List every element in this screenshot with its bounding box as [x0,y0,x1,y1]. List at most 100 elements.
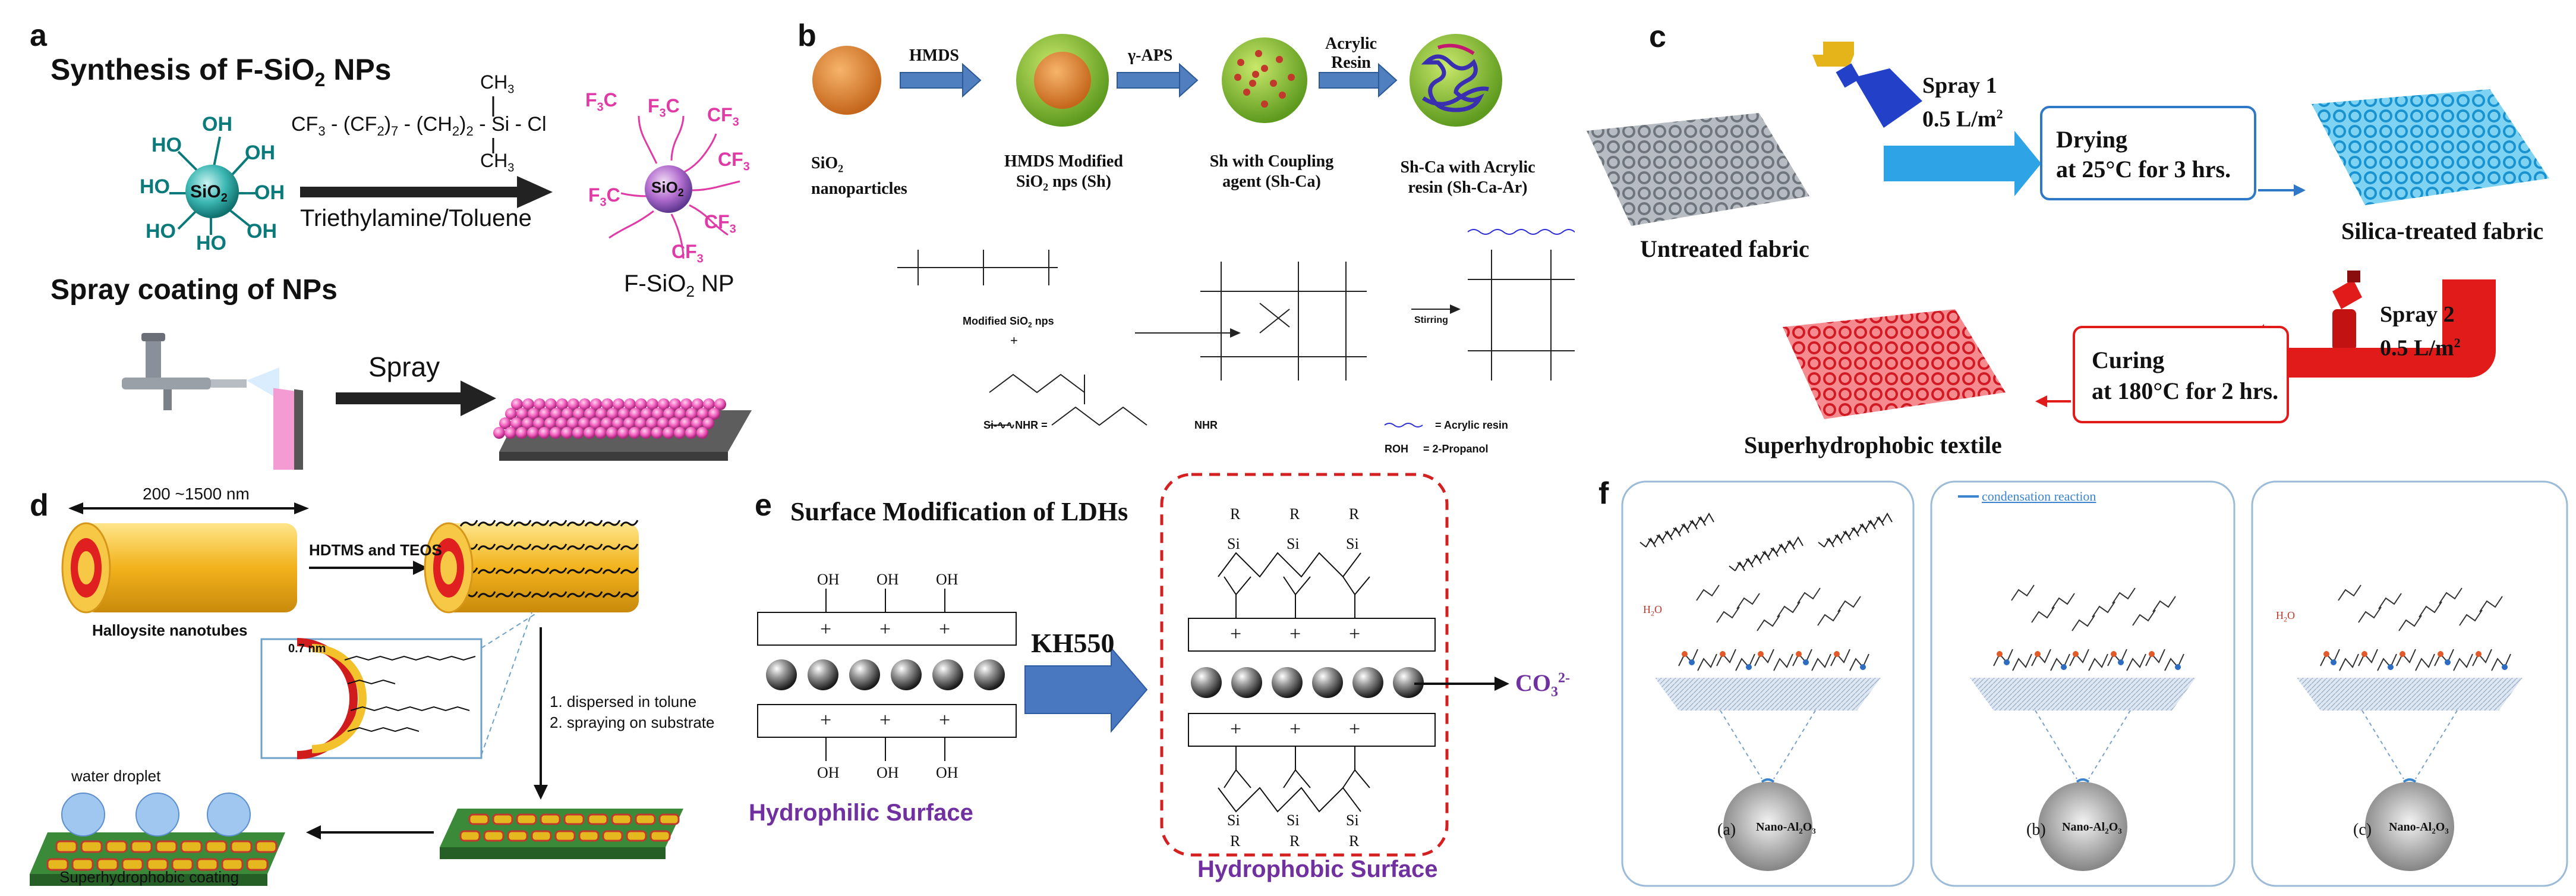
acrylic-wave-top [1467,229,1575,235]
untreated-label: Untreated fabric [1640,235,1809,262]
pink-nanoparticle [703,398,715,410]
nano-surfaces [1639,512,2523,871]
pink-nanoparticle [692,398,704,410]
oh-label: HO [140,175,170,198]
spray-bottle-blue-icon [1812,42,1922,128]
halloysite-label: Halloysite nanotubes [92,621,248,639]
surface-marker [1761,778,1775,783]
coated-rod [468,813,490,825]
alkyl-chain [620,520,639,527]
pink-nanoparticle [556,417,567,429]
siloxane-chain [1735,653,1755,671]
alkyl-chain [459,520,478,527]
coupling-dot [1243,89,1250,96]
drying-box [2040,106,2256,200]
si-label: Si [1287,812,1300,829]
si-label: Si [1346,535,1359,552]
hmds-arrow [900,62,982,98]
pink-nanoparticle [674,408,686,420]
pink-nanoparticle [556,398,568,410]
alkyl-chain [477,543,496,551]
plus-label: + [1289,623,1301,645]
methyl-branch [1797,587,1821,604]
spray2-label: Spray 2 0.5 L/m2 [2380,302,2461,361]
alkyl-chain [584,520,603,527]
methyl-branch [2439,587,2463,604]
pink-nanoparticle [578,417,590,429]
oh-label: OH [876,571,899,588]
silicon-atom [2004,659,2010,665]
pink-nanoparticle [533,417,545,429]
coated-rod [507,830,528,842]
surface-marker [2402,778,2417,783]
long-alkyl-chain [1673,523,1689,533]
panel-c-label: c [1649,20,1666,54]
oxygen-atom [1997,651,2003,657]
alkyl-chain [566,591,585,598]
chem-plus: + [1010,333,1018,348]
coated-rod [46,858,69,871]
coated-rod [492,813,513,825]
plus-label: + [879,709,891,731]
oxide-surface [1655,678,1881,710]
pink-nanoparticle [623,417,635,429]
long-alkyl-chain [1698,512,1714,523]
coated-rod [55,840,78,853]
alkyl-chain [602,543,621,551]
siloxane-chain [2145,649,2165,667]
pink-nanoparticle [522,398,534,410]
coupling-dot [1237,59,1244,66]
pink-nanoparticle [686,408,698,420]
acrylic-arrow [1319,62,1398,98]
panel-d: d [0,470,731,896]
pink-nanoparticle [505,427,516,439]
pink-nanoparticle [613,398,625,410]
coupling-dot [1234,74,1241,81]
pink-nanoparticle [663,408,675,420]
pink-nanoparticle [697,408,709,420]
pink-nanoparticle [663,427,674,439]
pink-nanoparticle [589,417,601,429]
cf3-label: CF3 [671,241,704,266]
oxygen-atom [2035,651,2041,657]
long-alkyl-chain [1876,512,1893,523]
r-label: R [1289,505,1300,523]
nm-label: 0.7 nm [288,642,326,655]
methyl-branch [2132,609,2156,626]
plus-label: + [820,709,832,731]
oh-label: OH [817,571,840,588]
pink-nanoparticle [534,398,546,410]
silicon-atom [1860,664,1866,670]
spray-bottle-red-icon [2332,271,2362,351]
pink-nanoparticle [641,408,652,420]
water-label: water droplet [71,767,161,785]
alkyl-chain [620,543,639,551]
siloxane-chain [2050,653,2070,671]
oxygen-atom [1834,651,1840,657]
methyl-branch [1817,609,1841,626]
coated-rod [602,830,623,842]
methyl-branch [1716,606,1740,623]
siloxane-chain [2164,653,2184,671]
methyl-branch [1837,596,1861,612]
silicon-atom [2445,659,2451,665]
pink-nanoparticle [606,427,618,439]
alkyl-chain [495,543,514,551]
caption-sio2: SiO2 nanoparticles [811,154,907,198]
nano-al2o3-particle [2038,782,2127,871]
siloxane-chain [1773,653,1793,671]
coated-rod [80,840,103,853]
pink-nanoparticle [573,408,585,420]
alkyl-chain [620,567,639,574]
coated-rod [146,858,169,871]
sio2-sphere [812,46,881,115]
pink-nanoparticle [511,398,523,410]
alkyl-chain [531,567,550,574]
cf3-label: CF3 [704,211,736,236]
pink-nanoparticle [595,408,607,420]
panel-a-label: a [30,18,47,53]
coupling-dot [1255,50,1262,57]
kh550-arrow [1024,646,1148,733]
coated-rods [46,813,680,871]
